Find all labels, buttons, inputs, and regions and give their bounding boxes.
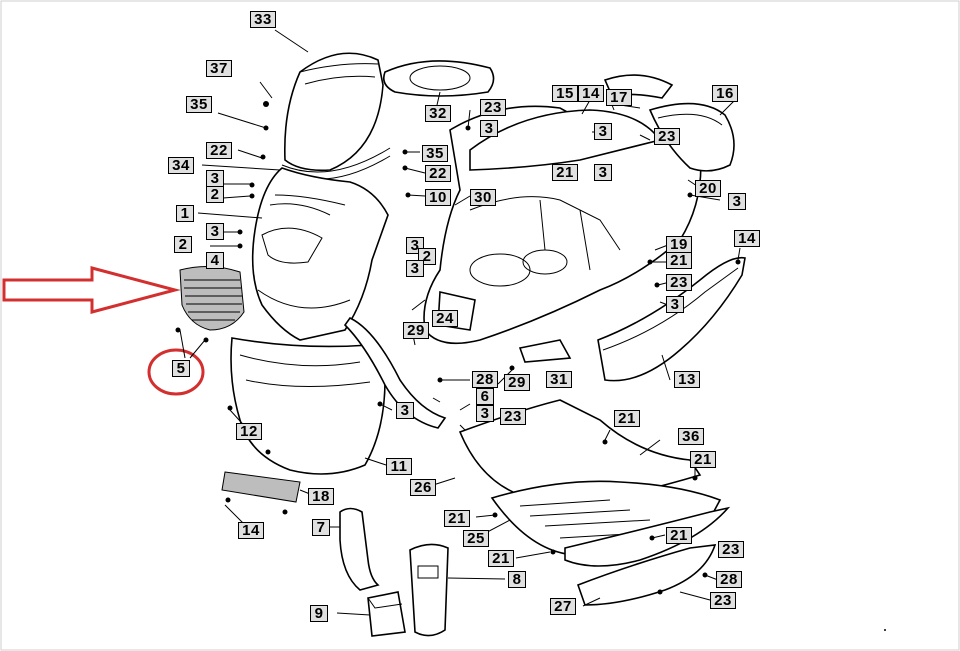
side-panel	[597, 256, 746, 382]
label-14: 14	[578, 85, 604, 102]
label-14: 14	[238, 522, 264, 539]
label-21: 21	[552, 164, 578, 181]
label-23: 23	[654, 128, 680, 145]
label-3: 3	[728, 193, 746, 210]
speedometer-surround	[382, 60, 495, 97]
side-skirt	[564, 506, 731, 567]
label-16: 16	[712, 85, 738, 102]
small-bracket	[518, 339, 572, 363]
label-9: 9	[310, 605, 328, 622]
label-3: 3	[206, 170, 224, 187]
windscreen	[283, 52, 384, 172]
label-31: 31	[546, 371, 572, 388]
label-10: 10	[425, 189, 451, 206]
label-21: 21	[488, 550, 514, 567]
label-37: 37	[206, 60, 232, 77]
label-14: 14	[734, 230, 760, 247]
label-27: 27	[550, 598, 576, 615]
under-cover	[576, 544, 717, 606]
label-26: 26	[410, 479, 436, 496]
label-23: 23	[500, 408, 526, 425]
label-23: 23	[718, 541, 744, 558]
label-22: 22	[206, 142, 232, 159]
label-20: 20	[695, 180, 721, 197]
label-21: 21	[690, 451, 716, 468]
label-3: 3	[206, 223, 224, 240]
rear-cowl	[648, 102, 735, 172]
inner-panel	[409, 543, 449, 637]
label-21: 21	[666, 252, 692, 269]
label-28: 28	[472, 371, 498, 388]
label-3: 3	[480, 120, 498, 137]
label-12: 12	[236, 423, 262, 440]
label-19: 19	[666, 236, 692, 253]
label-25: 25	[463, 530, 489, 547]
label-18: 18	[308, 488, 334, 505]
label-8: 8	[508, 571, 526, 588]
label-2: 2	[174, 236, 192, 253]
label-6: 6	[476, 388, 494, 405]
label-3: 3	[666, 296, 684, 313]
label-2: 2	[206, 186, 224, 203]
label-23: 23	[480, 99, 506, 116]
label-33: 33	[250, 11, 276, 28]
label-3: 3	[396, 402, 414, 419]
label-32: 32	[425, 105, 451, 122]
label-21: 21	[614, 410, 640, 427]
label-29: 29	[504, 374, 530, 391]
pointer-arrow	[2, 266, 181, 314]
label-23: 23	[666, 274, 692, 291]
label-13: 13	[674, 371, 700, 388]
label-23: 23	[710, 592, 736, 609]
label-21: 21	[444, 510, 470, 527]
bolts	[175, 101, 886, 631]
center-bracket	[221, 471, 301, 503]
label-36: 36	[678, 428, 704, 445]
label-3: 3	[594, 164, 612, 181]
label-34: 34	[168, 157, 194, 174]
label-11: 11	[386, 458, 412, 475]
label-15: 15	[552, 85, 578, 102]
label-29: 29	[403, 322, 429, 339]
label-3: 3	[406, 260, 424, 277]
label-22: 22	[425, 165, 451, 182]
inner-strip	[343, 316, 447, 429]
label-24: 24	[432, 310, 458, 327]
label-4: 4	[206, 252, 224, 269]
lower-front-cover	[230, 337, 386, 475]
label-3: 3	[594, 123, 612, 140]
label-5: 5	[172, 360, 190, 377]
side-piece	[339, 507, 380, 591]
label-35: 35	[186, 96, 212, 113]
label-21: 21	[666, 527, 692, 544]
label-7: 7	[312, 519, 330, 536]
front-shield	[251, 167, 389, 341]
label-17: 17	[606, 89, 632, 106]
label-3: 3	[476, 405, 494, 422]
label-35: 35	[422, 145, 448, 162]
label-28: 28	[716, 571, 742, 588]
highlight-circle	[147, 348, 205, 396]
storage-box	[367, 591, 406, 637]
label-30: 30	[470, 189, 496, 206]
label-1: 1	[176, 205, 194, 222]
